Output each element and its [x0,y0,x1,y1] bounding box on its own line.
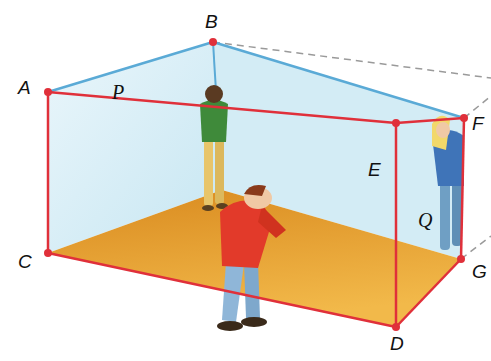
vertex-label: E [368,160,381,179]
person-front [217,185,286,331]
person-right [432,116,464,250]
vertex-label: G [472,262,487,281]
region-label: Q [418,210,432,230]
person-back [200,85,228,211]
region-label: P [112,82,124,102]
vertex-label: F [472,114,484,133]
top-edge [213,42,464,118]
vertex-label: C [18,252,32,271]
top-edge [48,42,213,92]
vertex-label: B [205,12,218,31]
vertex-label: D [390,334,404,353]
vertex-dots [44,38,468,331]
floor [48,190,461,327]
vertex-label: A [18,78,31,97]
red-edges [48,92,464,327]
